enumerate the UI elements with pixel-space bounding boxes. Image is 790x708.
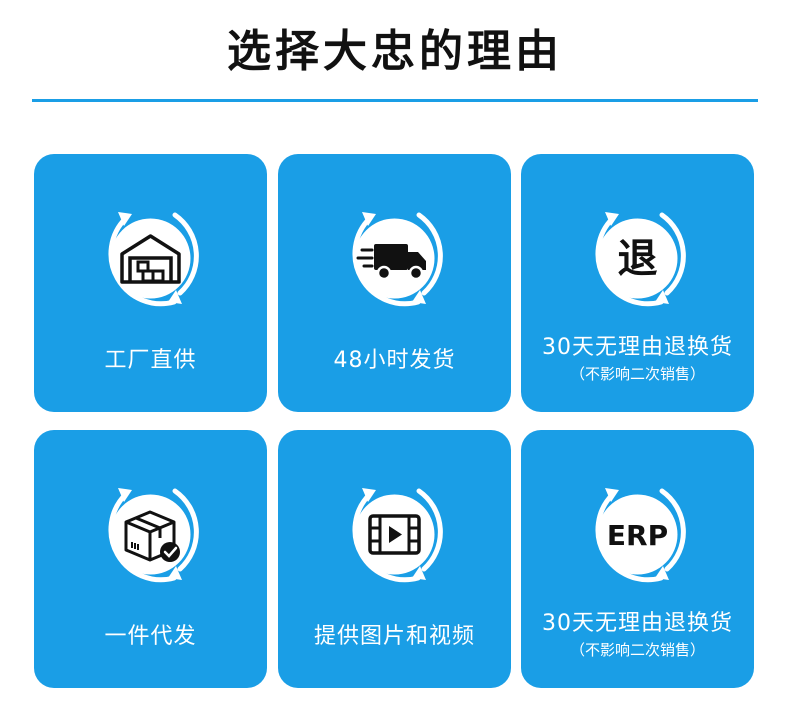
- feature-card-return: 退 30天无理由退换货 （不影响二次销售）: [521, 154, 754, 412]
- return-badge-icon: 退: [577, 198, 698, 319]
- badge-text: 退: [618, 236, 658, 282]
- feature-label: 30天无理由退换货: [542, 335, 733, 360]
- feature-label: 提供图片和视频: [313, 624, 475, 649]
- factory-icon: [90, 198, 211, 319]
- title-divider: [32, 99, 758, 102]
- feature-label: 30天无理由退换货: [542, 611, 733, 636]
- feature-card-shipping: 48小时发货: [278, 154, 511, 412]
- feature-sublabel: （不影响二次销售）: [569, 641, 705, 659]
- feature-card-factory: 工厂直供: [34, 154, 267, 412]
- feature-card-erp: ERP 30天无理由退换货 （不影响二次销售）: [521, 430, 754, 688]
- feature-card-media: 提供图片和视频: [278, 430, 511, 688]
- feature-label: 48小时发货: [333, 348, 456, 373]
- video-film-icon: [334, 474, 455, 595]
- badge-text: ERP: [607, 519, 668, 552]
- feature-label: 工厂直供: [104, 348, 197, 373]
- erp-badge-icon: ERP: [577, 474, 698, 595]
- feature-card-dropship: 一件代发: [34, 430, 267, 688]
- package-check-icon: [90, 474, 211, 595]
- feature-sublabel: （不影响二次销售）: [569, 365, 705, 383]
- page-title: 选择大忠的理由: [227, 26, 563, 77]
- delivery-truck-icon: [334, 198, 455, 319]
- feature-label: 一件代发: [104, 624, 197, 649]
